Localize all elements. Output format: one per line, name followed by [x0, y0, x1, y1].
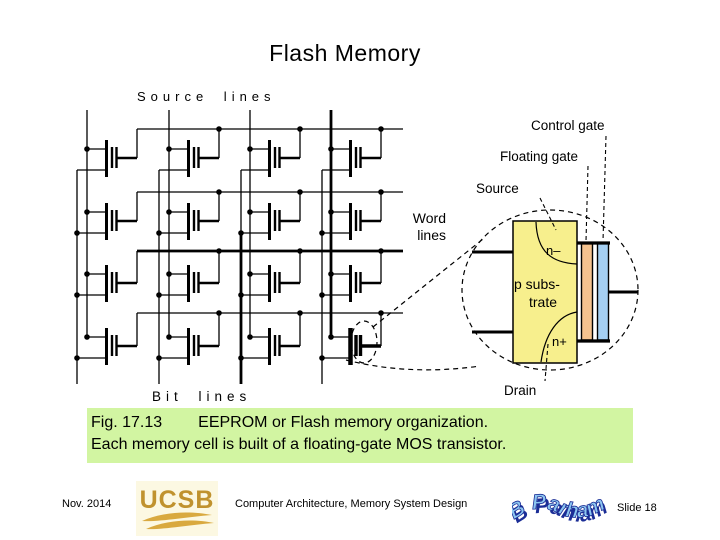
memory-cell — [241, 129, 301, 177]
magnifier-cone — [345, 209, 639, 371]
memory-cell — [238, 313, 301, 365]
footer-course: Computer Architecture, Memory System Des… — [235, 498, 468, 510]
memory-cell — [319, 313, 382, 365]
p-substrate-region — [512, 220, 578, 364]
floating-gate-leader — [585, 165, 589, 242]
n-minus-label: n– — [546, 243, 561, 258]
floating-gate-label: Floating gate — [500, 149, 578, 164]
source-lines-label: Source lines — [137, 89, 276, 104]
memory-cell — [156, 313, 220, 365]
memory-cell — [156, 251, 220, 302]
caption-text-1: EEPROM or Flash memory organization. — [198, 414, 489, 431]
memory-cell — [322, 129, 382, 177]
drain-label: Drain — [504, 383, 536, 398]
author-logo: B Parhami B Parhami — [504, 462, 611, 537]
ucsb-logo: UCSB — [136, 481, 218, 536]
label-leaders — [539, 135, 607, 382]
word-lines-label-1: Word — [413, 210, 446, 226]
n-plus-label: n+ — [552, 334, 567, 349]
control-gate-label: Control gate — [531, 118, 605, 133]
author-logo-text: B Parhami — [512, 480, 607, 524]
p-substrate-label-2: trate — [529, 294, 557, 310]
memory-cell — [238, 192, 301, 240]
figure-number: Fig. 17.13 — [91, 414, 163, 431]
blowup-ellipse — [461, 209, 639, 371]
bit-lines-label: Bit lines — [152, 389, 251, 404]
control-gate-region — [596, 242, 610, 341]
memory-cell — [319, 192, 382, 240]
memory-cell — [74, 313, 138, 365]
memory-cell — [238, 251, 301, 302]
floating-gate-region — [580, 242, 594, 341]
memory-cell-array — [74, 110, 403, 384]
caption-box: Fig. 17.13 EEPROM or Flash memory organiz… — [87, 408, 633, 463]
n-plus-boundary — [540, 311, 578, 363]
ucsb-logo-text: UCSB — [140, 486, 215, 514]
word-lines-label-2: lines — [417, 227, 446, 243]
n-minus-boundary — [535, 221, 578, 265]
ucsb-wave-icon — [142, 512, 212, 522]
footer-date: Nov. 2014 — [62, 498, 112, 510]
source-leader — [539, 197, 557, 231]
cone-lower-line — [345, 359, 481, 371]
caption-line-1: Fig. 17.13 EEPROM or Flash memory organiz… — [91, 412, 633, 434]
cone-upper-line — [372, 238, 484, 328]
memory-cell — [77, 129, 138, 177]
memory-cell — [319, 251, 382, 302]
slide-title: Flash Memory — [269, 40, 421, 66]
drain-leader — [544, 343, 549, 382]
memory-cell — [156, 192, 220, 240]
memory-cell — [74, 251, 138, 302]
source-label: Source — [476, 181, 519, 196]
control-gate-leader — [602, 135, 607, 242]
selected-cell-circle — [350, 320, 378, 364]
memory-cell — [159, 129, 220, 177]
ucsb-wave-icon — [146, 520, 214, 530]
memory-cell — [74, 192, 138, 240]
footer-slide-number: Slide 18 — [617, 502, 657, 514]
caption-line-2: Each memory cell is built of a floating-… — [91, 436, 507, 453]
cell-blowup: Control gate Floating gate Source Drain … — [472, 118, 638, 398]
p-substrate-label-1: p subs- — [514, 276, 560, 292]
